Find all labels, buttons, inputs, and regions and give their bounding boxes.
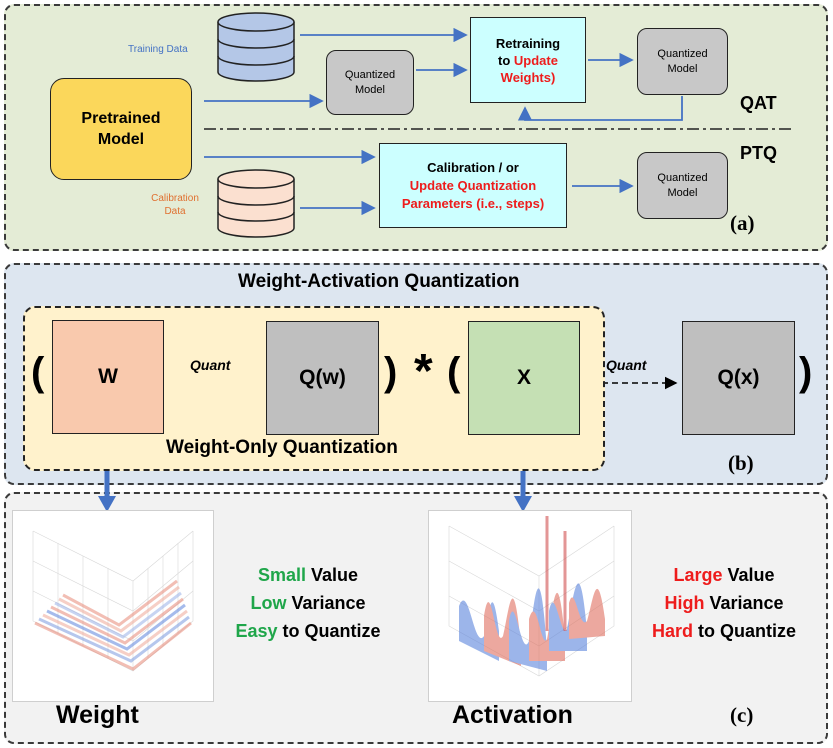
panel-b-tag: (b) [728, 451, 754, 475]
quantized-model-label: Model [667, 62, 698, 75]
activation-characteristics: Large Value High Variance Hard to Quanti… [624, 561, 824, 645]
qat-label: QAT [740, 93, 777, 113]
activation-matrix-box: X [468, 321, 580, 435]
activation-high: High [664, 593, 705, 613]
activation-char-line2: High Variance [624, 589, 824, 617]
pretrained-model-box: Pretrained Model [50, 78, 192, 180]
activation-plot-label: Activation [452, 701, 573, 729]
quantized-model-label: Model [355, 83, 385, 96]
quantized-model-label: Model [667, 186, 698, 199]
quantized-model-box-qat-mid: Quantized Model [326, 50, 414, 115]
weight-characteristics: Small Value Low Variance Easy to Quantiz… [208, 561, 408, 645]
retraining-line2: to Update [498, 52, 558, 69]
activation-distribution-plot [428, 510, 632, 702]
quantized-model-box-ptq: Quantized Model [637, 152, 728, 219]
calibration-box: Calibration / or Update Quantization Par… [379, 143, 567, 228]
training-data-cylinder [217, 12, 295, 82]
calibration-data-cylinder [217, 169, 295, 238]
panel-c-tag: (c) [730, 703, 754, 727]
weight-char-line3: Easy to Quantize [208, 617, 408, 645]
calibration-data-label-line1: Calibration [151, 193, 199, 204]
activation-hard: Hard [651, 621, 693, 641]
training-data-label: Training Data [128, 44, 188, 55]
activation-matrix-label: X [516, 366, 531, 389]
weight-matrix-box: W [52, 320, 164, 434]
retraining-update: Update [513, 52, 558, 68]
weight-plot-label: Weight [56, 701, 139, 729]
retraining-line1: Retraining [495, 35, 561, 51]
retraining-line3: Weights) [500, 69, 556, 85]
quantized-model-label: Quantized [344, 68, 396, 81]
quantized-model-label: Quantized [657, 47, 708, 60]
weight-variance: Variance [286, 593, 366, 613]
activation-char-line1: Large Value [624, 561, 824, 589]
quant-label-w: Quant [190, 357, 231, 373]
weight-activation-title: Weight-Activation Quantization [238, 271, 520, 292]
weight-value: Value [306, 565, 359, 585]
activation-value: Value [722, 565, 775, 585]
multiply-symbol: * [414, 345, 433, 398]
weight-low: Low [250, 593, 287, 613]
calibration-data-label-line2: Data [164, 206, 186, 217]
weight-to-quantize: to Quantize [277, 621, 381, 641]
lparen-x: ( [447, 350, 461, 394]
weight-char-line2: Low Variance [208, 589, 408, 617]
quantized-model-box-qat: Quantized Model [637, 28, 728, 95]
quantized-activation-label: Q(x) [717, 366, 760, 389]
activation-char-line3: Hard to Quantize [624, 617, 824, 645]
quantized-weight-box: Q(w) [266, 321, 379, 435]
activation-to-quantize: to Quantize [693, 621, 796, 641]
quantized-model-label: Quantized [657, 171, 708, 184]
calibration-line2: Update Quantization [409, 177, 537, 193]
activation-large: Large [673, 565, 723, 585]
quantized-activation-box: Q(x) [682, 321, 795, 435]
rparen-x: ) [799, 350, 813, 394]
weight-only-title: Weight-Only Quantization [166, 437, 398, 458]
lparen-w: ( [31, 350, 45, 394]
weight-small: Small [257, 565, 306, 585]
weight-easy: Easy [235, 621, 278, 641]
calibration-line1: Calibration / or [427, 159, 519, 175]
pretrained-model-line1: Pretrained [81, 110, 161, 127]
retraining-box: Retraining to Update Weights) [470, 17, 586, 103]
quant-label-x: Quant [606, 357, 647, 373]
calibration-line3: Parameters (i.e., steps) [401, 195, 545, 211]
weight-distribution-plot [12, 510, 214, 702]
weight-char-line1: Small Value [208, 561, 408, 589]
pretrained-model-line2: Model [97, 131, 145, 148]
weight-matrix-label: W [98, 365, 118, 388]
quantized-weight-label: Q(w) [299, 366, 346, 389]
panel-a-tag: (a) [730, 211, 755, 235]
ptq-label: PTQ [740, 143, 778, 163]
calibration-data-label: Calibration Data [140, 192, 210, 218]
retraining-to: to [498, 52, 514, 68]
activation-variance: Variance [704, 593, 784, 613]
rparen-w: ) [384, 350, 398, 394]
